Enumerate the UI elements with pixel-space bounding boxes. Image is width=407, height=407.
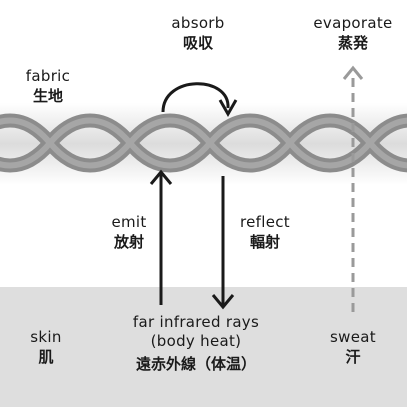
far-infrared-label: far infrared rays (body heat) 遠赤外線（体温） bbox=[108, 313, 284, 374]
absorb-label-jp: 吸収 bbox=[182, 34, 213, 52]
absorb-label: absorb 吸収 bbox=[163, 14, 233, 53]
far-infrared-line2: (body heat) bbox=[150, 332, 242, 350]
emit-label-en: emit bbox=[111, 213, 147, 231]
reflect-label-jp: 輻射 bbox=[249, 233, 280, 251]
evaporate-label-en: evaporate bbox=[313, 14, 393, 32]
evaporate-label: evaporate 蒸発 bbox=[307, 14, 399, 53]
sweat-label: sweat 汗 bbox=[325, 328, 381, 367]
fabric-label: fabric 生地 bbox=[18, 67, 78, 106]
absorb-curved-arrow-icon bbox=[161, 82, 238, 118]
emit-label-jp: 放射 bbox=[113, 233, 144, 251]
fabric-weave bbox=[0, 113, 407, 173]
sweat-label-en: sweat bbox=[330, 328, 376, 346]
evaporate-dashed-arrow-icon bbox=[342, 65, 364, 312]
reflect-label-en: reflect bbox=[240, 213, 290, 231]
evaporate-label-jp: 蒸発 bbox=[337, 34, 368, 52]
skin-layer bbox=[0, 287, 407, 407]
absorb-label-en: absorb bbox=[171, 14, 225, 32]
reflect-arrow-icon bbox=[211, 176, 235, 310]
skin-label-en: skin bbox=[30, 328, 62, 346]
skin-label: skin 肌 bbox=[18, 328, 74, 367]
skin-label-jp: 肌 bbox=[38, 348, 54, 366]
fabric-label-en: fabric bbox=[25, 67, 71, 85]
emit-label: emit 放射 bbox=[104, 213, 154, 252]
far-infrared-line1: far infrared rays bbox=[132, 313, 260, 331]
weave-strand-b-inner bbox=[0, 117, 407, 169]
sweat-label-jp: 汗 bbox=[345, 348, 361, 366]
far-infrared-jp: 遠赤外線（体温） bbox=[135, 355, 256, 373]
emit-arrow-icon bbox=[149, 169, 173, 305]
reflect-label: reflect 輻射 bbox=[232, 213, 298, 252]
fabric-label-jp: 生地 bbox=[32, 87, 63, 105]
